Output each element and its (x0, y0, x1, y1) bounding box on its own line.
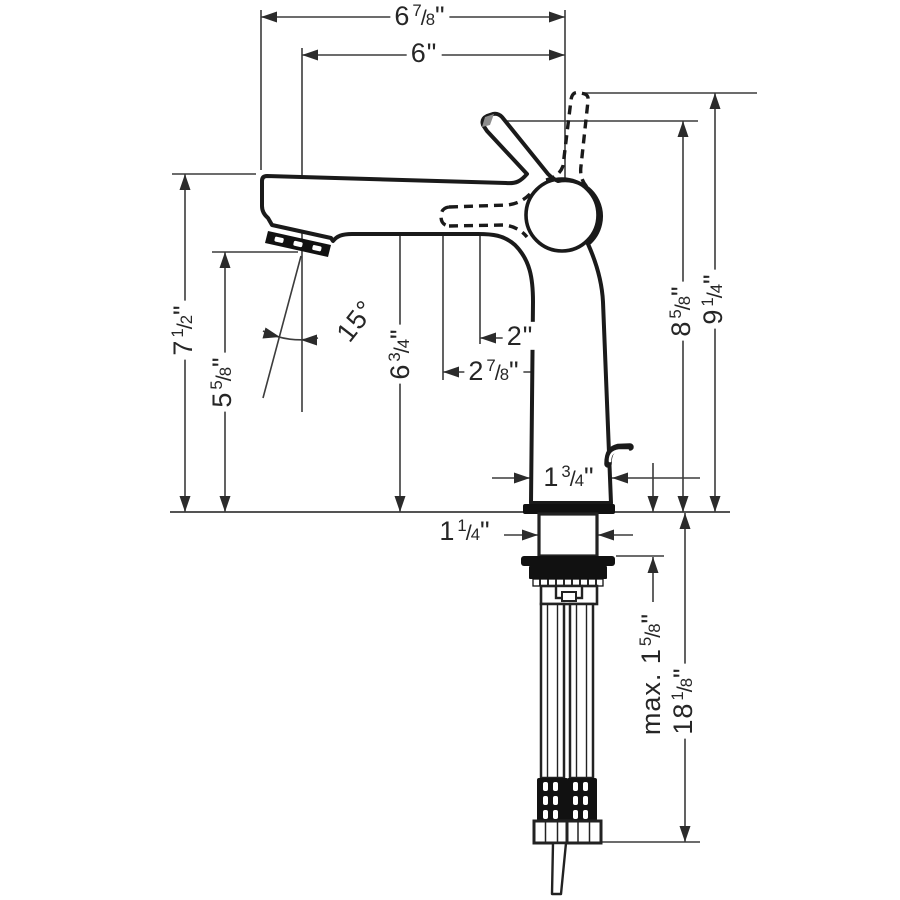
knurl-ticks (539, 579, 597, 586)
mounting-washer (521, 556, 615, 566)
hose-inner-lines (546, 604, 588, 778)
base-gasket (523, 504, 615, 514)
fitting-slot (573, 810, 578, 819)
fitting-slot (583, 810, 588, 819)
faucet-profile (260, 90, 634, 505)
fitting-slot (553, 810, 558, 819)
dim-label-aerator-height: 55/8" (207, 352, 237, 412)
fitting-slot (573, 796, 578, 805)
drain-rod (604, 443, 634, 468)
aerator-slot (274, 236, 284, 243)
hose-fitting-left (537, 778, 568, 821)
hose-nut-right (565, 819, 603, 845)
angle-ray (262, 255, 302, 399)
dim-label-handle-height-open: 91/4" (698, 269, 728, 329)
waterway-end-cap (439, 205, 450, 228)
fitting-body (537, 778, 568, 821)
handle-lever-dashed-open (545, 90, 591, 191)
hose-nut-left (532, 819, 571, 845)
fitting-slot (583, 796, 588, 805)
mounting-hardware (521, 504, 615, 606)
supply-hoses (532, 602, 603, 896)
waterway-bottom-line (448, 223, 529, 239)
fitting-slot (573, 782, 578, 791)
hose-nut-facets (544, 821, 591, 843)
mounting-shank (537, 512, 599, 558)
fitting-slot (583, 782, 588, 791)
faucet-body-outline (260, 111, 613, 505)
fitting-body (567, 778, 597, 821)
aerator-slot (293, 240, 303, 248)
handle-pivot-joint (524, 177, 600, 253)
dim-label-spout-reach: 6" (406, 39, 442, 68)
drain-rod-outline (604, 443, 634, 468)
hose-tail-rod (550, 841, 568, 896)
dim-label-max-counter-thickness: max. 15/8" (636, 608, 666, 740)
dim-label-hose-length: 181/8" (668, 663, 698, 739)
dim-label-spout-height: 71/2" (168, 300, 198, 360)
hose-fitting-right (567, 778, 597, 821)
waterway-top-line (448, 191, 533, 209)
dim-label-handle-height: 85/8" (666, 281, 696, 341)
waterway-dashed (439, 191, 533, 239)
angle-callout (262, 255, 319, 399)
fitting-slot (543, 782, 548, 791)
fitting-slot (543, 796, 548, 805)
drain-rod-highlight (608, 449, 630, 463)
aerator (265, 231, 331, 257)
fitting-slot (543, 810, 548, 819)
supply-hose-right (568, 602, 595, 780)
handle-lever-tip-cap (482, 114, 494, 127)
fitting-slot (553, 782, 558, 791)
hose-clip-tab (561, 591, 577, 602)
aerator-slot (312, 245, 322, 252)
fitting-slot (553, 796, 558, 805)
supply-hose-left (539, 602, 566, 780)
mounting-nut (529, 566, 607, 579)
dim-label-handle-width: 2" (502, 322, 538, 351)
dim-label-outlet-height: 63/4" (385, 324, 415, 384)
